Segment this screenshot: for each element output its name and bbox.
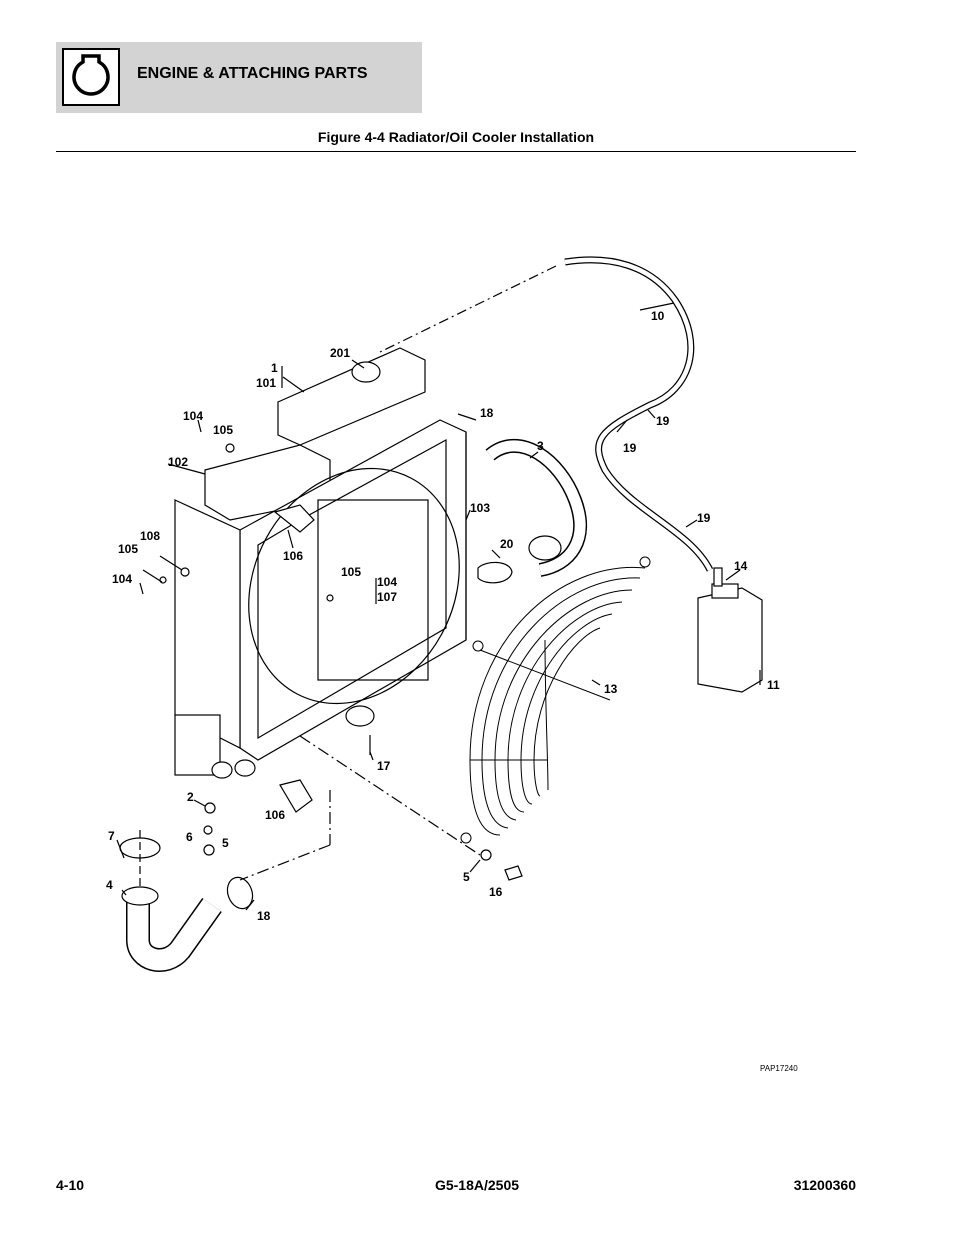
callout-5: 5 — [463, 870, 470, 884]
callout-3: 3 — [537, 439, 544, 453]
callout-13: 13 — [604, 682, 618, 696]
callout-5: 5 — [222, 836, 229, 850]
callout-105: 105 — [341, 565, 361, 579]
callout-106: 106 — [265, 808, 285, 822]
figure-title: Figure 4-4 Radiator/Oil Cooler Installat… — [317, 129, 595, 145]
document-number: 31200360 — [793, 1177, 856, 1193]
callout-2: 2 — [187, 790, 194, 804]
callout-104: 104 — [183, 409, 203, 423]
callout-16: 16 — [489, 885, 503, 899]
callout-18: 18 — [257, 909, 271, 923]
callout-20: 20 — [500, 537, 514, 551]
callout-107: 107 — [377, 590, 397, 604]
model-number: G5-18A/2505 — [434, 1177, 520, 1193]
callout-101: 101 — [256, 376, 276, 390]
callout-19: 19 — [697, 511, 711, 525]
callout-14: 14 — [734, 559, 748, 573]
callout-105: 105 — [213, 423, 233, 437]
callout-19: 19 — [656, 414, 670, 428]
section-title: ENGINE & ATTACHING PARTS — [137, 65, 368, 82]
callout-11: 11 — [767, 678, 780, 692]
callout-106: 106 — [283, 549, 303, 563]
callout-1: 1 — [271, 361, 278, 375]
callout-104: 104 — [112, 572, 132, 586]
callout-17: 17 — [377, 759, 391, 773]
callout-10: 10 — [651, 309, 665, 323]
callout-102: 102 — [168, 455, 188, 469]
callout-104: 104 — [377, 575, 397, 589]
callout-18: 18 — [480, 406, 494, 420]
header-rule — [56, 151, 856, 152]
callout-6: 6 — [186, 830, 193, 844]
engine-icon — [62, 48, 120, 106]
callout-4: 4 — [106, 878, 113, 892]
callout-105: 105 — [118, 542, 138, 556]
callout-103: 103 — [470, 501, 490, 515]
figure-code: PAP17240 — [760, 1064, 798, 1073]
callout-201: 201 — [330, 346, 350, 360]
page-number: 4-10 — [56, 1177, 85, 1193]
callout-19: 19 — [623, 441, 637, 455]
callout-7: 7 — [108, 829, 115, 843]
callout-108: 108 — [140, 529, 160, 543]
